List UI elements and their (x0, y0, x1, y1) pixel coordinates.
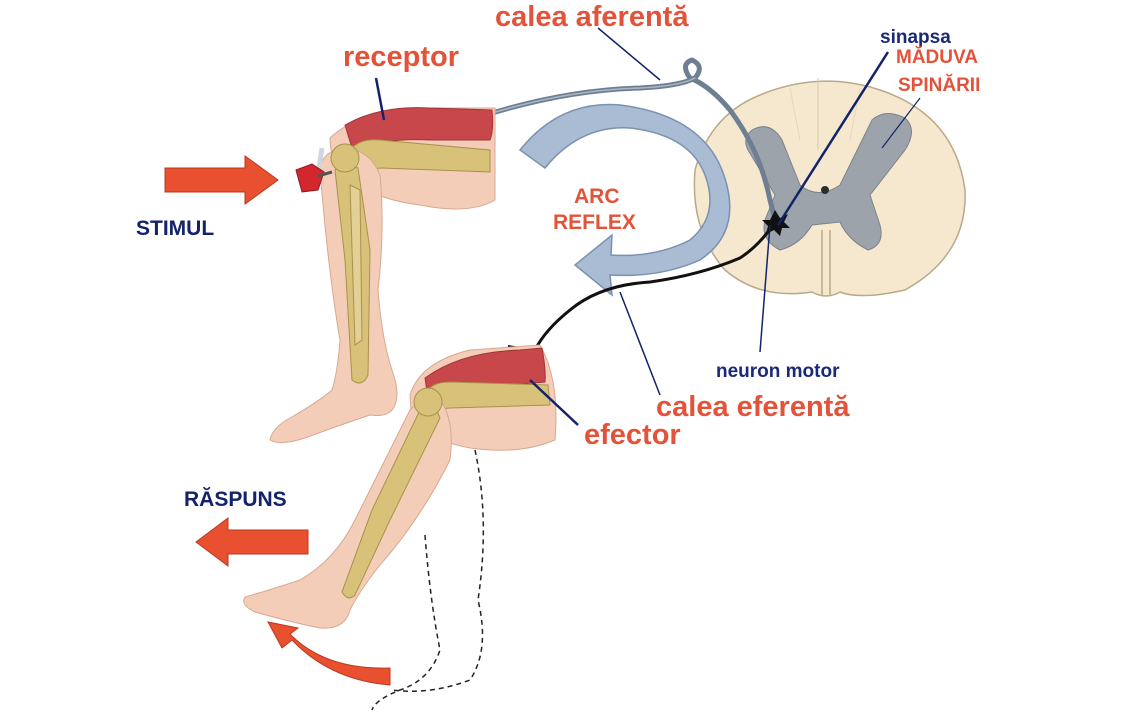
label-stimul: STIMUL (136, 217, 215, 240)
efferent-nerve (533, 220, 777, 352)
spinal-cord (693, 78, 966, 297)
stimulus-arrow (164, 155, 279, 205)
label-maduva-line2: SPINĂRII (898, 75, 981, 96)
label-efector: efector (584, 419, 681, 451)
lower-femur (424, 381, 551, 409)
response-arrow (195, 517, 309, 567)
leader-receptor (374, 77, 386, 121)
label-arc-line2: REFLEX (553, 211, 636, 234)
label-maduva-line1: MĂDUVA (896, 47, 978, 68)
leader-calea-eferenta (619, 291, 661, 396)
reflex-hammer (295, 163, 325, 193)
lower-leg (243, 344, 557, 711)
leader-neuron-motor (759, 224, 771, 353)
leader-maduva (881, 97, 921, 149)
label-arc-line1: ARC (574, 185, 620, 208)
upper-leg (269, 107, 496, 444)
upper-fibula (349, 184, 363, 346)
upper-shin-skin (269, 147, 398, 444)
swing-arrow (267, 621, 391, 686)
label-receptor: receptor (343, 41, 460, 73)
leader-calea-aferenta (597, 27, 661, 81)
label-sinapsa: sinapsa (880, 27, 951, 48)
label-neuron-motor: neuron motor (716, 361, 840, 382)
reflex-arc-arrow (518, 103, 731, 297)
central-canal (821, 186, 829, 194)
leader-sinapsa (776, 51, 890, 226)
label-calea-eferenta: calea eferentă (656, 391, 850, 423)
lower-knee-cap (413, 387, 443, 417)
label-raspuns: RĂSPUNS (184, 488, 287, 511)
label-calea-aferenta: calea aferentă (495, 1, 689, 33)
leader-efector (529, 379, 579, 426)
anterior-fissure (821, 230, 831, 296)
upper-knee-cap (330, 143, 360, 173)
hammer-handle (317, 170, 333, 178)
